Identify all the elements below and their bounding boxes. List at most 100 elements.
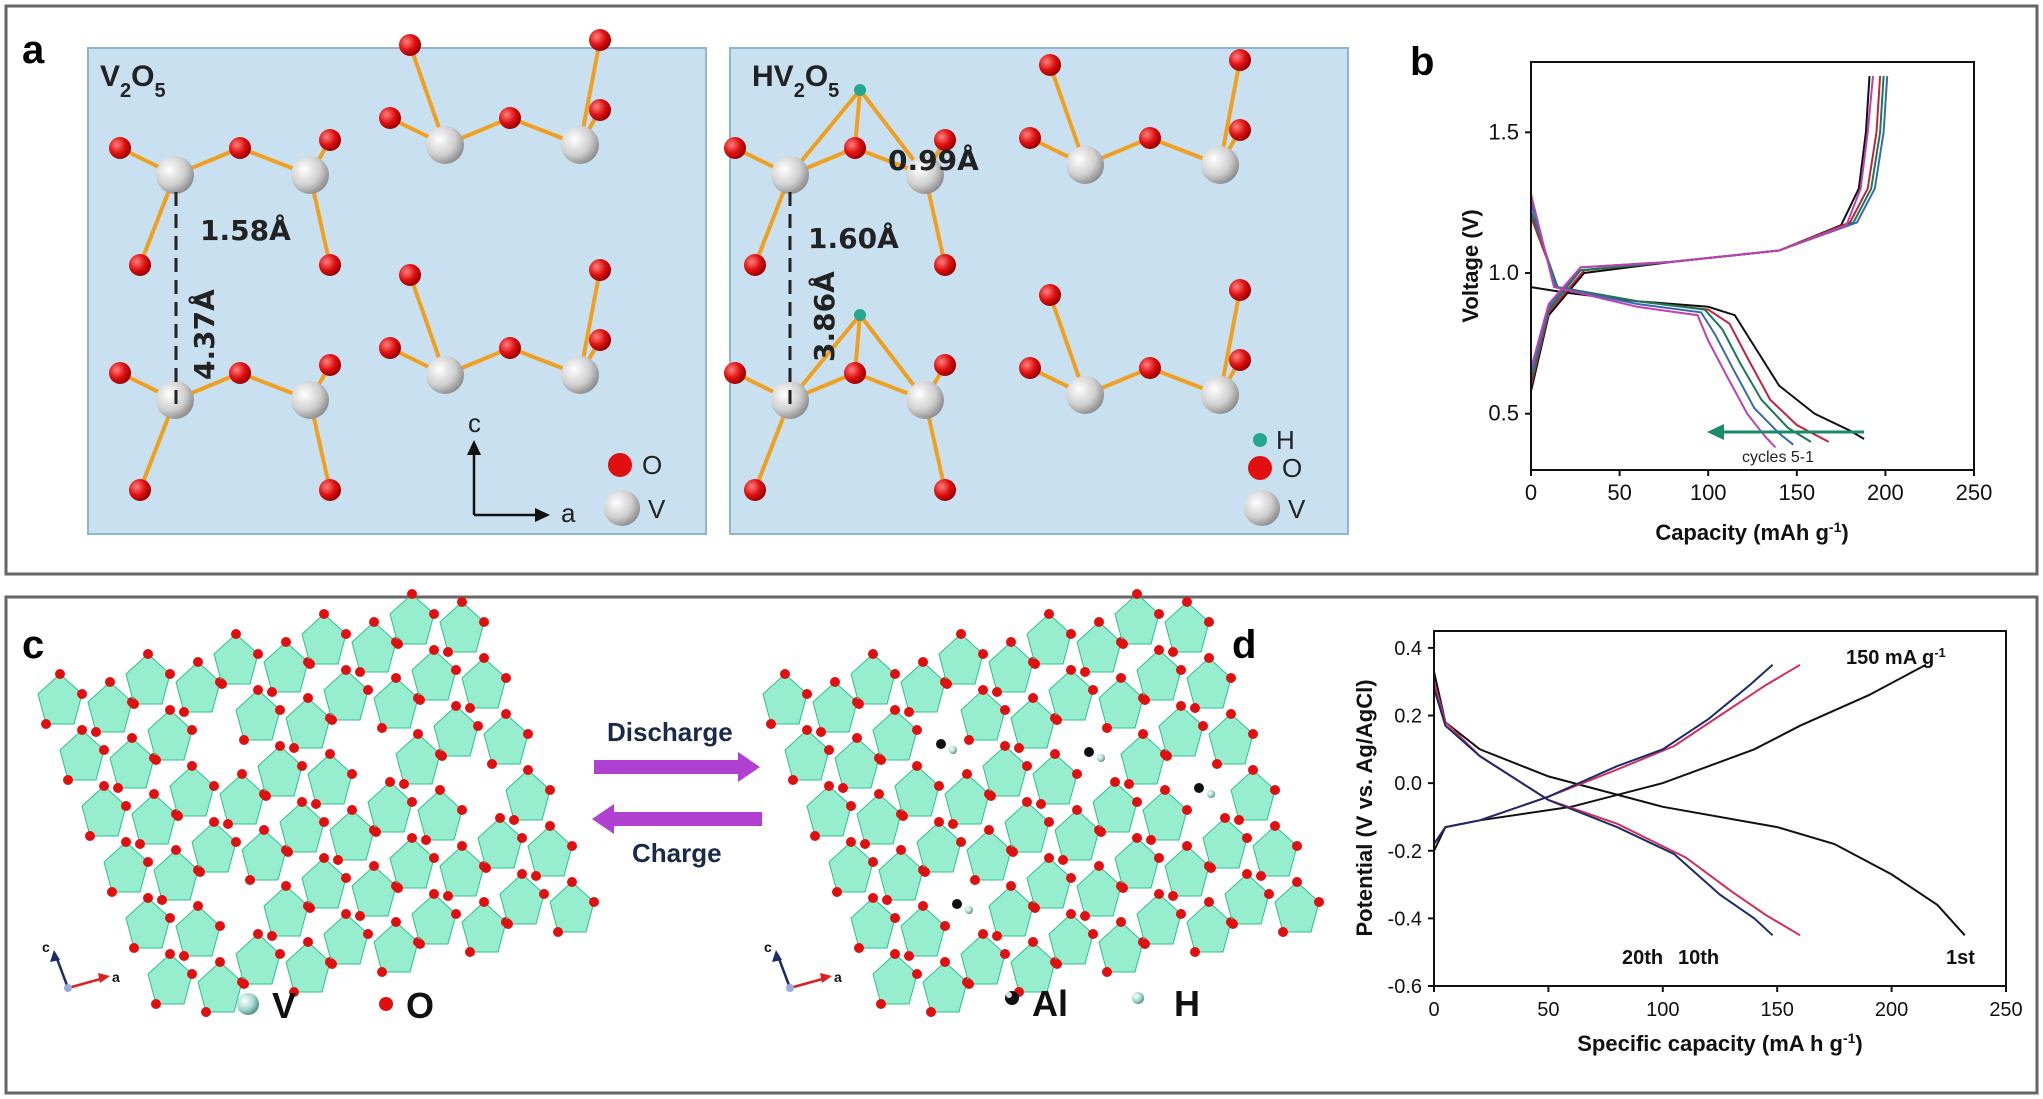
interlayer-distance-label: 4.37Å	[187, 289, 221, 380]
oxygen-atom	[1000, 949, 1010, 959]
vo6-octahedron	[938, 633, 984, 685]
vo6-octahedron	[125, 653, 171, 705]
vo6-octahedron	[966, 829, 1012, 881]
oxygen-atom	[1058, 855, 1068, 865]
vo6-octahedron	[153, 849, 199, 901]
axis-a-label: a	[834, 969, 842, 985]
oxygen-atom	[1154, 609, 1164, 619]
oxygen-atom	[780, 669, 790, 679]
oxygen-legend-icon	[379, 997, 393, 1011]
oxygen-atom	[437, 751, 447, 761]
oxygen-atom	[341, 629, 351, 639]
oxygen-atom	[874, 789, 884, 799]
vanadium-atom	[906, 381, 944, 419]
oxygen-atom	[283, 847, 293, 857]
series-1-discharge-line	[1433, 681, 1801, 937]
legend-oxygen: O	[1282, 453, 1302, 483]
vo6-octahedron	[916, 821, 962, 873]
oxygen-atom	[1270, 821, 1280, 831]
oxygen-atom	[319, 354, 341, 376]
oxygen-atom	[1132, 833, 1142, 843]
vo6-octahedron	[1164, 601, 1210, 653]
oxygen-atom	[816, 727, 826, 737]
oxygen-atom	[1182, 597, 1192, 607]
y-tick-label: 0.2	[1394, 706, 1422, 728]
oxygen-atom	[1314, 897, 1324, 907]
oxygen-atom	[1072, 805, 1082, 815]
oxygen-atom	[934, 254, 956, 276]
oxygen-atom	[1019, 127, 1041, 149]
vo6-octahedron	[499, 873, 545, 925]
panel-letter-d: d	[1232, 623, 1256, 667]
oxygen-atom	[1248, 765, 1258, 775]
oxygen-atom	[165, 949, 175, 959]
oxygen-atom	[890, 949, 900, 959]
oxygen-atom	[1140, 939, 1150, 949]
x-tick-label: 50	[1537, 999, 1559, 1021]
oxygen-atom	[157, 895, 167, 905]
vo6-octahedron	[109, 737, 155, 789]
oxygen-atom	[517, 833, 527, 843]
oxygen-atom	[1182, 805, 1192, 815]
vo6-octahedron	[351, 865, 397, 917]
series-1-discharge-line	[1530, 216, 1830, 443]
oxygen-atom	[415, 939, 425, 949]
vo6-octahedron	[323, 913, 369, 965]
vo6-octahedron	[505, 769, 551, 821]
vo6-octahedron	[1186, 901, 1232, 953]
legend-right: H O V	[1244, 425, 1306, 526]
oxygen-atom	[289, 987, 299, 997]
vo6-octahedron	[241, 829, 287, 881]
crystal-axes: c a	[467, 408, 576, 528]
oxygen-atom	[143, 857, 153, 867]
oxygen-atom	[744, 254, 766, 276]
legend-vanadium: V	[648, 494, 666, 524]
oxygen-atom	[371, 827, 381, 837]
oxygen-atom	[237, 769, 247, 779]
oxygen-atom	[429, 853, 439, 863]
oxygen-atom	[341, 909, 351, 919]
legend-hydrogen: H	[1174, 983, 1200, 1024]
oxygen-atom	[1019, 357, 1041, 379]
oxygen-atom	[63, 775, 73, 785]
oxygen-atom	[121, 801, 131, 811]
oxygen-atom	[724, 362, 746, 384]
oxygen-atom	[129, 479, 151, 501]
vo6-octahedron	[1114, 837, 1160, 889]
oxygen-atom	[171, 845, 181, 855]
vo6-octahedron	[834, 737, 880, 789]
oxygen-atom	[229, 137, 251, 159]
oxygen-atom	[289, 743, 299, 753]
chart-b-y-axis-title: Voltage (V)	[1458, 209, 1483, 322]
oxygen-atom	[499, 107, 521, 129]
oxygen-atom	[1006, 637, 1016, 647]
vo6-octahedron	[1224, 873, 1270, 925]
structure-title-hv2o5: HV2O5	[752, 60, 839, 102]
vo6-octahedron	[439, 845, 485, 897]
oxygen-atom	[303, 937, 313, 947]
vo6-octahedron	[417, 789, 463, 841]
y-tick-label: -0.2	[1388, 841, 1422, 863]
oxygen-atom	[948, 819, 958, 829]
vo6-octahedron	[900, 661, 946, 713]
oxygen-atom	[319, 479, 341, 501]
interlayer-distance-label: 3.86Å	[807, 271, 841, 362]
oxygen-atom	[193, 901, 203, 911]
alhv2o5-polyhedral-lattice	[762, 589, 1324, 1017]
oxygen-atom	[1088, 929, 1098, 939]
chart-d-series	[1433, 663, 1966, 937]
curve-label-20th: 20th	[1622, 947, 1663, 969]
x-tick-label: 250	[1956, 480, 1993, 505]
vanadium-atom	[561, 356, 599, 394]
discharge-charge-arrows: Discharge Charge	[592, 717, 762, 868]
oxygen-atom	[347, 805, 357, 815]
oxygen-atom	[481, 863, 491, 873]
oxygen-atom	[319, 609, 329, 619]
oxygen-atom	[1140, 695, 1150, 705]
oxygen-atom	[509, 815, 519, 825]
oxygen-atom	[962, 769, 972, 779]
oxygen-atom	[319, 254, 341, 276]
oxygen-atom	[99, 745, 109, 755]
axis-c-label: c	[764, 939, 772, 955]
